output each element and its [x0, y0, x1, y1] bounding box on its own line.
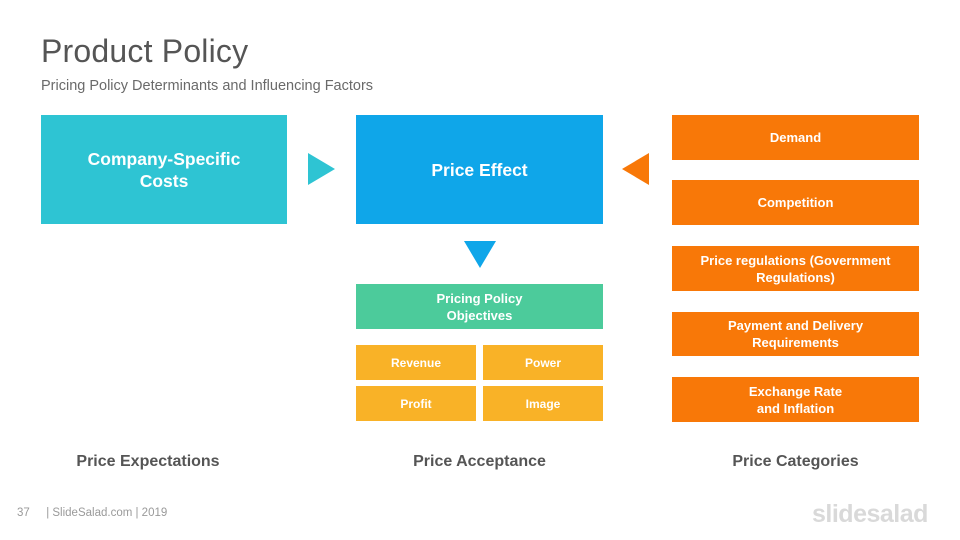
footer: 37 | SlideSalad.com | 2019 — [17, 507, 167, 519]
pricing-objectives-label: Pricing Policy Objectives — [436, 290, 523, 323]
arrow-left-icon — [622, 153, 649, 185]
company-costs-label: Company-Specific Costs — [87, 148, 241, 191]
category-label: Competition — [757, 195, 834, 210]
category-label: Price regulations (Government Regulation… — [700, 252, 891, 285]
arrow-down-icon — [464, 241, 496, 268]
objective-profit: Profit — [356, 386, 476, 421]
category-label: Exchange Rate and Inflation — [748, 383, 843, 416]
category-exchange-rate: Exchange Rate and Inflation — [672, 377, 919, 422]
category-payment-delivery: Payment and Delivery Requirements — [672, 312, 919, 356]
objective-label: Power — [524, 355, 561, 370]
page-title: Product Policy — [41, 33, 249, 69]
category-competition: Competition — [672, 180, 919, 225]
footer-source: | SlideSalad.com | 2019 — [46, 507, 168, 519]
price-effect-label: Price Effect — [431, 159, 528, 180]
company-costs-box: Company-Specific Costs — [41, 115, 287, 224]
column-label-price-acceptance: Price Acceptance — [413, 453, 546, 470]
column-label-price-categories: Price Categories — [732, 453, 859, 470]
pricing-objectives-box: Pricing Policy Objectives — [356, 284, 603, 329]
objective-label: Image — [525, 396, 561, 411]
column-label-price-expectations: Price Expectations — [76, 453, 220, 470]
objective-power: Power — [483, 345, 603, 380]
objective-label: Revenue — [390, 355, 442, 370]
category-label: Demand — [769, 130, 822, 145]
slidesalad-logo: slidesalad — [812, 500, 928, 528]
price-effect-box: Price Effect — [356, 115, 603, 224]
category-label: Payment and Delivery Requirements — [727, 318, 864, 350]
category-price-regulations: Price regulations (Government Regulation… — [672, 246, 919, 291]
category-demand: Demand — [672, 115, 919, 160]
objective-image: Image — [483, 386, 603, 421]
objective-label: Profit — [400, 396, 432, 411]
page-subtitle: Pricing Policy Determinants and Influenc… — [41, 78, 374, 94]
page-number: 37 — [17, 507, 30, 519]
arrow-right-icon — [308, 153, 335, 185]
objective-revenue: Revenue — [356, 345, 476, 380]
